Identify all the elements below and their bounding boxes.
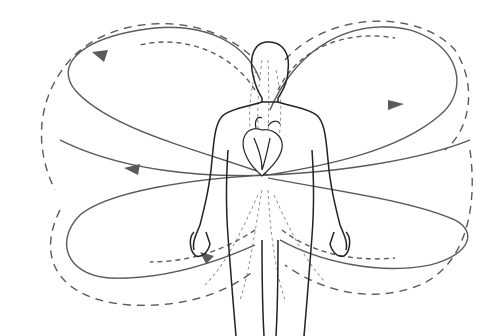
- arrow-left-upper: [92, 50, 108, 62]
- field-loop-lower-right-solid: [268, 178, 468, 268]
- torso-field-lines: [205, 60, 325, 300]
- field-loop-upper-left-solid: [68, 27, 268, 175]
- field-line-lower-right-inner: [282, 230, 395, 259]
- field-line-upper-right-inner: [278, 36, 395, 90]
- field-loop-upper-outer-right: [285, 21, 469, 150]
- arrow-right-upper: [388, 100, 404, 110]
- heart-icon: [243, 117, 282, 176]
- field-loop-lower-left-solid: [67, 175, 268, 278]
- field-loop-upper-outer-left: [41, 24, 250, 190]
- arrow-left-center: [124, 164, 140, 175]
